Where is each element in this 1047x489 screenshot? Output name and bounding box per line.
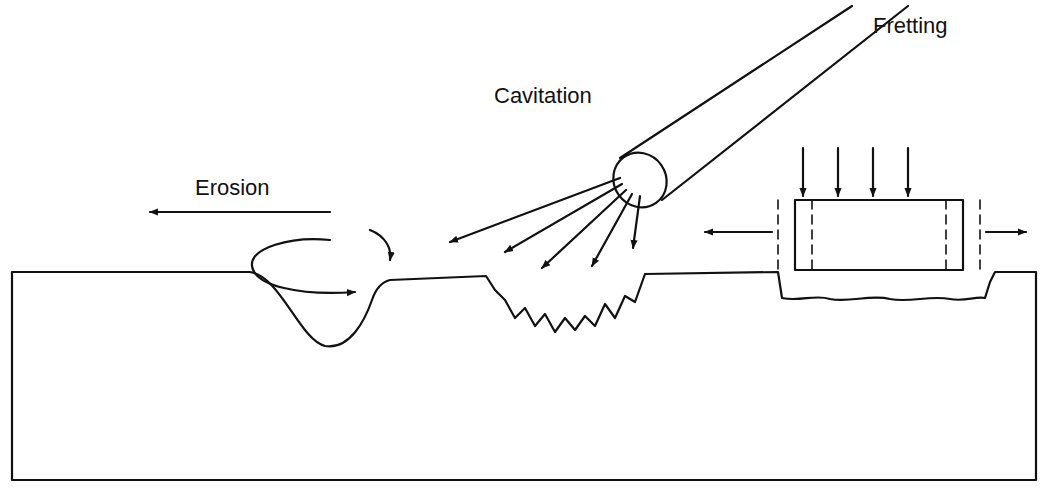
slip-arrow	[705, 231, 772, 233]
slip-arrow	[986, 231, 1026, 233]
erosion-swirl	[252, 239, 355, 293]
fretting-block	[795, 200, 963, 270]
flow-arrow	[150, 211, 330, 213]
load-arrow	[803, 148, 908, 196]
wear-type-label: Cavitation	[494, 84, 592, 108]
substrate-block	[12, 272, 1036, 480]
nozzle-tube	[620, 6, 908, 200]
wear-type-label: Fretting	[873, 14, 948, 38]
wear-type-label: Erosion	[195, 176, 270, 200]
jet-arrow	[450, 178, 640, 268]
erosion-swirl	[370, 230, 390, 260]
oscillation-limit	[778, 200, 980, 270]
